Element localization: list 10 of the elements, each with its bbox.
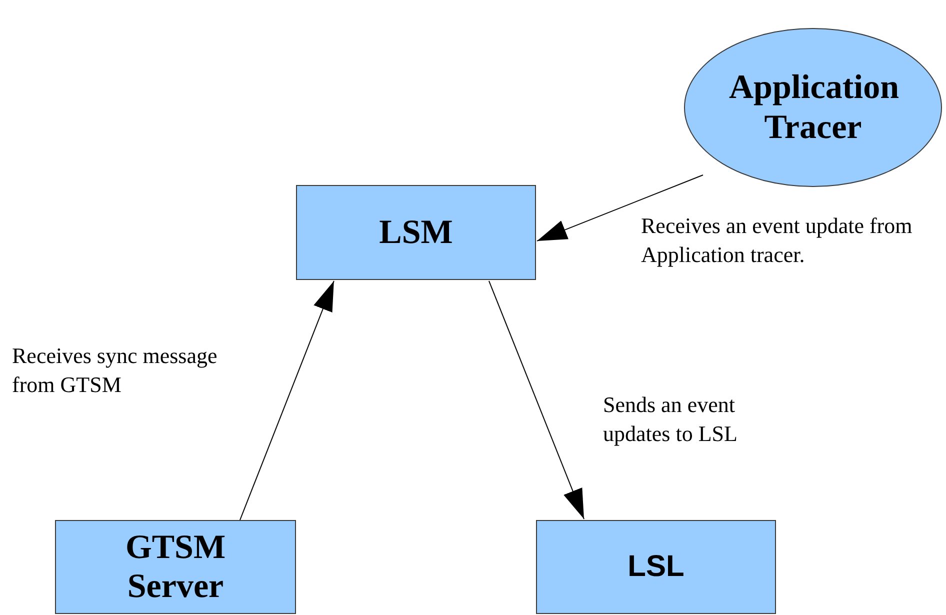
process-box: GTSM Server xyxy=(55,520,296,614)
ellipse-node: Application Tracer xyxy=(684,28,942,187)
edge-label: Receives sync message from GTSM xyxy=(12,342,218,399)
arrow xyxy=(240,280,334,520)
process-box: LSM xyxy=(296,185,536,280)
arrow xyxy=(536,174,704,242)
process-box: LSL xyxy=(536,520,776,614)
edge-label: Receives an event update from Application tracer. xyxy=(641,212,914,269)
arrow xyxy=(488,280,584,520)
edge-label: Sends an event updates to LSL xyxy=(603,391,738,448)
